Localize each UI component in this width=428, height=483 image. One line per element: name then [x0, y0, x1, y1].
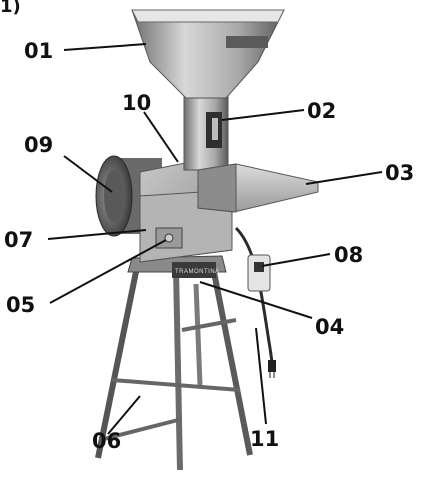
leader-10: [143, 111, 179, 163]
hopper: [131, 9, 285, 99]
callout-10: 10: [122, 91, 151, 115]
callout-07: 07: [4, 228, 33, 252]
leader-lines: [47, 43, 383, 435]
callout-03: 03: [385, 161, 414, 185]
leader-06: [107, 395, 141, 435]
leader-05: [49, 239, 167, 304]
callout-04: 04: [315, 315, 344, 339]
callout-06: 06: [92, 429, 121, 453]
callout-labels: 01 02 03 04 05 06 07 08 09 10 11: [4, 39, 414, 453]
brand-plate: TRAMONTINA: [175, 269, 220, 275]
callout-05: 05: [6, 293, 35, 317]
callout-09: 09: [24, 133, 53, 157]
discharge-tray: [197, 163, 319, 213]
leader-02: [221, 109, 305, 121]
machine-illustration: TRAMONTINA: [95, 9, 319, 471]
leader-07: [47, 229, 147, 240]
leader-09: [63, 155, 113, 193]
leader-08: [261, 253, 331, 267]
callout-11: 11: [250, 427, 279, 451]
switch-box: [247, 254, 271, 292]
leader-11: [255, 327, 267, 425]
leader-03: [305, 171, 383, 185]
leader-04: [199, 281, 313, 319]
leader-01: [63, 43, 147, 51]
callout-02: 02: [307, 99, 336, 123]
figure-number: 1): [0, 0, 21, 17]
callout-08: 08: [334, 243, 363, 267]
callout-01: 01: [24, 39, 53, 63]
